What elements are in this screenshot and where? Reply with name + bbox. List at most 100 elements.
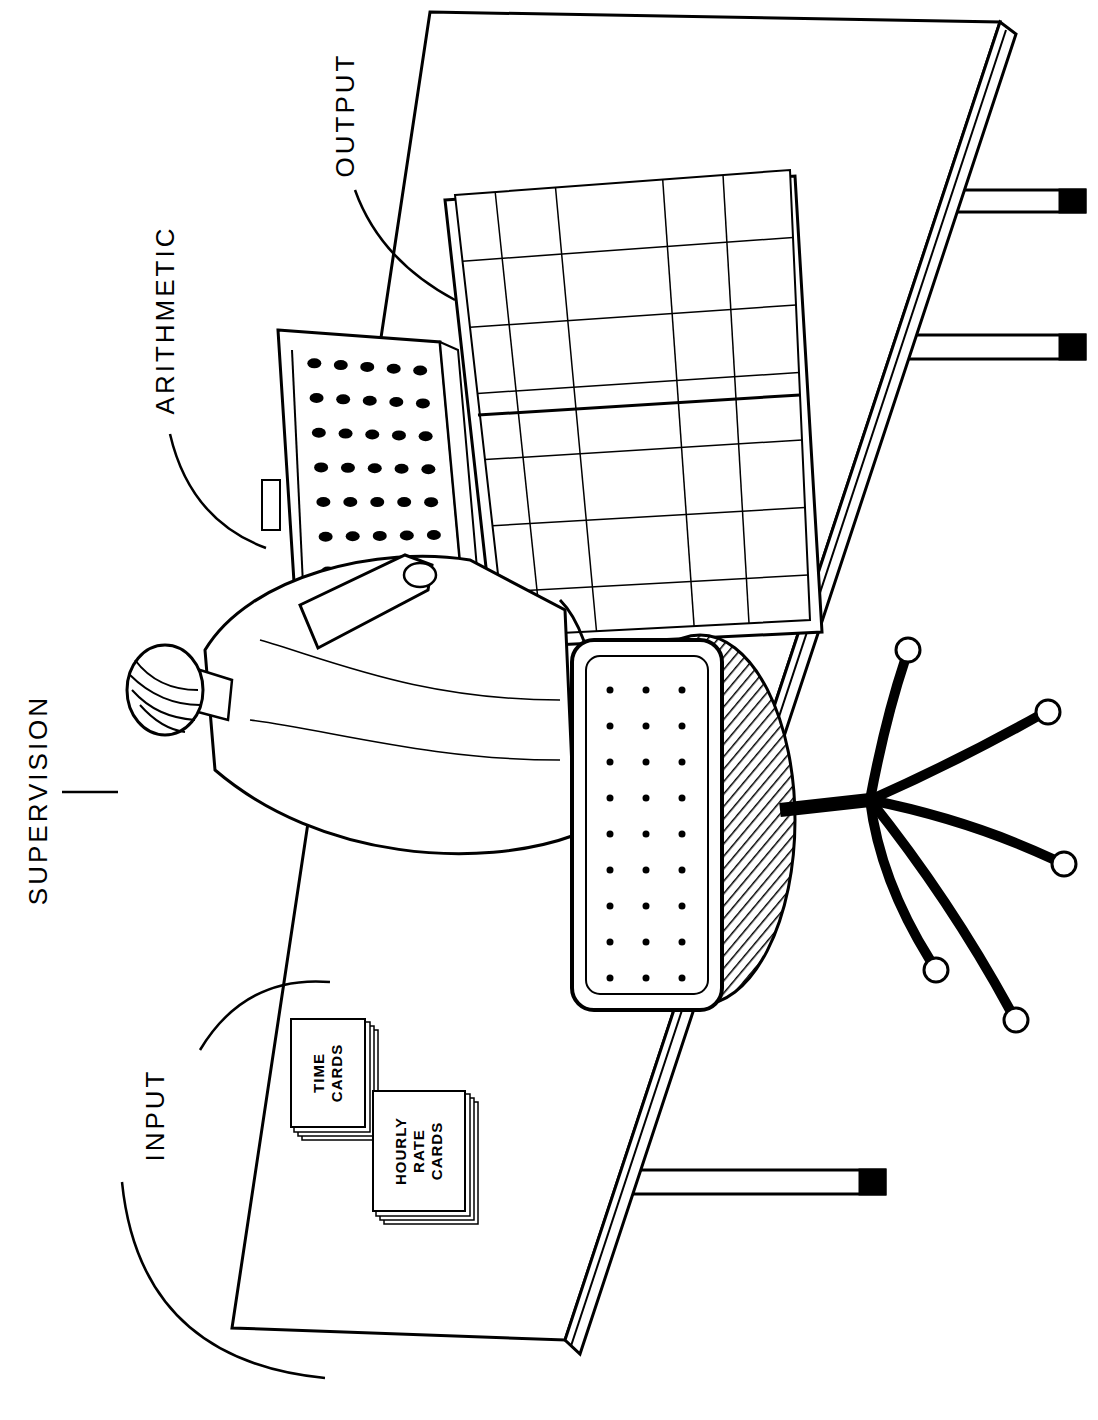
chair-hole bbox=[679, 867, 686, 874]
calculator-key bbox=[389, 397, 403, 407]
calculator-key bbox=[314, 462, 328, 472]
hand bbox=[404, 563, 436, 587]
chair-hole bbox=[643, 795, 650, 802]
chair-back-panel bbox=[586, 656, 708, 994]
card-stack: HOURLY RATE CARDS bbox=[372, 1090, 466, 1212]
calculator-key bbox=[363, 396, 377, 406]
chair-hole bbox=[607, 759, 614, 766]
part-label: OUTPUT bbox=[330, 49, 360, 182]
wheel bbox=[1036, 700, 1060, 724]
leg-foot bbox=[1060, 335, 1085, 359]
chair-hole bbox=[607, 975, 614, 982]
ledger-rule bbox=[463, 238, 794, 262]
chair-wheels bbox=[896, 638, 1076, 1032]
part-label: INPUT bbox=[140, 1065, 170, 1166]
ledger-rule bbox=[663, 180, 694, 627]
calculator-key bbox=[387, 364, 401, 374]
calculator-key bbox=[424, 497, 438, 507]
chair-hole bbox=[607, 795, 614, 802]
calculator-key bbox=[421, 464, 435, 474]
chair-hole bbox=[643, 903, 650, 910]
part-label: SUPERVISION bbox=[23, 691, 53, 909]
calculator-key bbox=[336, 394, 350, 404]
ledger-rule bbox=[470, 305, 796, 327]
calculator-key bbox=[397, 497, 411, 507]
chair-post bbox=[780, 800, 870, 810]
chair-hole bbox=[643, 939, 650, 946]
chair-hole bbox=[679, 831, 686, 838]
chair-holes bbox=[607, 687, 686, 982]
card-stack: TIME CARDS bbox=[290, 1018, 366, 1128]
chair-arm bbox=[870, 800, 930, 960]
leg-foot bbox=[860, 1170, 885, 1194]
book-pages bbox=[455, 170, 810, 636]
chair-hole bbox=[643, 759, 650, 766]
shirt-fold bbox=[260, 640, 560, 700]
ledger-rule bbox=[500, 575, 808, 592]
chair-arm bbox=[870, 660, 905, 800]
calculator-key bbox=[346, 531, 360, 541]
chair-hole bbox=[679, 759, 686, 766]
chair-hole bbox=[679, 723, 686, 730]
leader-line bbox=[170, 434, 266, 548]
leader-line bbox=[62, 791, 118, 794]
chair-hole bbox=[679, 687, 686, 694]
calculator-key bbox=[373, 531, 387, 541]
wheel bbox=[1052, 852, 1076, 876]
calculator-key bbox=[310, 393, 324, 403]
chair-hole bbox=[607, 687, 614, 694]
chair-arm bbox=[870, 800, 1010, 1010]
chair-hole bbox=[679, 975, 686, 982]
chair-hole bbox=[643, 975, 650, 982]
leader-line bbox=[355, 190, 455, 300]
calculator-key bbox=[341, 463, 355, 473]
calculator-key bbox=[416, 398, 430, 408]
ledger-rule bbox=[556, 188, 597, 632]
leader-arc bbox=[122, 1182, 325, 1378]
calculator-key bbox=[339, 429, 353, 439]
book-spine bbox=[478, 395, 800, 415]
calculator-key bbox=[307, 358, 321, 368]
chair-hole bbox=[607, 831, 614, 838]
clerk bbox=[127, 555, 604, 854]
wheel bbox=[1004, 1008, 1028, 1032]
desk-leg bbox=[615, 1170, 885, 1194]
chair-arm bbox=[870, 715, 1040, 800]
chair-hole bbox=[607, 939, 614, 946]
calculator-key bbox=[368, 463, 382, 473]
chair-hole bbox=[643, 867, 650, 874]
chair-hole bbox=[643, 723, 650, 730]
chair-hole bbox=[643, 831, 650, 838]
calculator-key bbox=[360, 362, 374, 372]
chair-back-frame bbox=[572, 640, 722, 1010]
head bbox=[127, 645, 203, 735]
ledger-rule bbox=[493, 508, 806, 526]
calculator-key bbox=[316, 497, 330, 507]
ledger-rule bbox=[485, 440, 802, 460]
chair-hole bbox=[607, 867, 614, 874]
part-label: ARITHMETIC bbox=[150, 222, 180, 419]
wheel bbox=[924, 958, 948, 982]
chair-hole bbox=[607, 723, 614, 730]
calculator-key bbox=[419, 431, 433, 441]
chair-hole bbox=[679, 939, 686, 946]
calculator-key bbox=[395, 464, 409, 474]
calculator-key bbox=[400, 530, 414, 540]
hair bbox=[130, 660, 200, 732]
calculator-key bbox=[312, 428, 326, 438]
calculator-key bbox=[392, 430, 406, 440]
ledger-grid bbox=[463, 175, 809, 634]
desk-leg bbox=[945, 190, 1085, 212]
card-label: HOURLY RATE CARDS bbox=[392, 1110, 446, 1192]
calculator-tab bbox=[262, 480, 280, 530]
calculator-key bbox=[365, 430, 379, 440]
calculator-key bbox=[319, 532, 333, 542]
leg-foot bbox=[1060, 190, 1085, 212]
calculator-key bbox=[370, 497, 384, 507]
chair-hole bbox=[607, 903, 614, 910]
calculator-key bbox=[343, 497, 357, 507]
calculator-key bbox=[413, 365, 427, 375]
ledger-rule bbox=[478, 373, 800, 394]
